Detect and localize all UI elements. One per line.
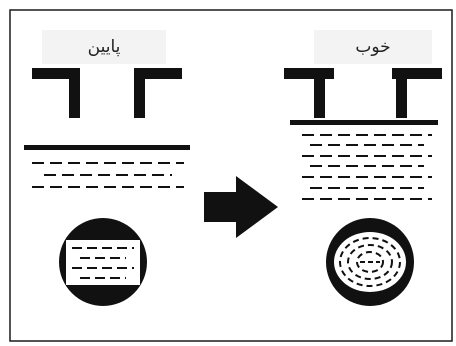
right-arrow-icon: [204, 176, 278, 238]
right-circle: [326, 218, 414, 306]
right-surface-line: [290, 120, 438, 125]
left-bracket-left: [32, 68, 80, 118]
right-bracket-left: [284, 68, 334, 118]
right-panel-brackets: [284, 68, 442, 118]
right-dashed-lines: [302, 134, 432, 200]
label-poor: پایین: [42, 30, 166, 64]
outer-border: [9, 9, 453, 342]
left-panel-brackets: [32, 68, 182, 118]
left-bracket-right: [134, 68, 182, 118]
left-dashed-lines: [32, 162, 184, 188]
left-surface-line: [24, 145, 190, 150]
left-circle: [59, 218, 147, 306]
label-good: خوب: [314, 30, 432, 64]
right-bracket-right: [392, 68, 442, 118]
